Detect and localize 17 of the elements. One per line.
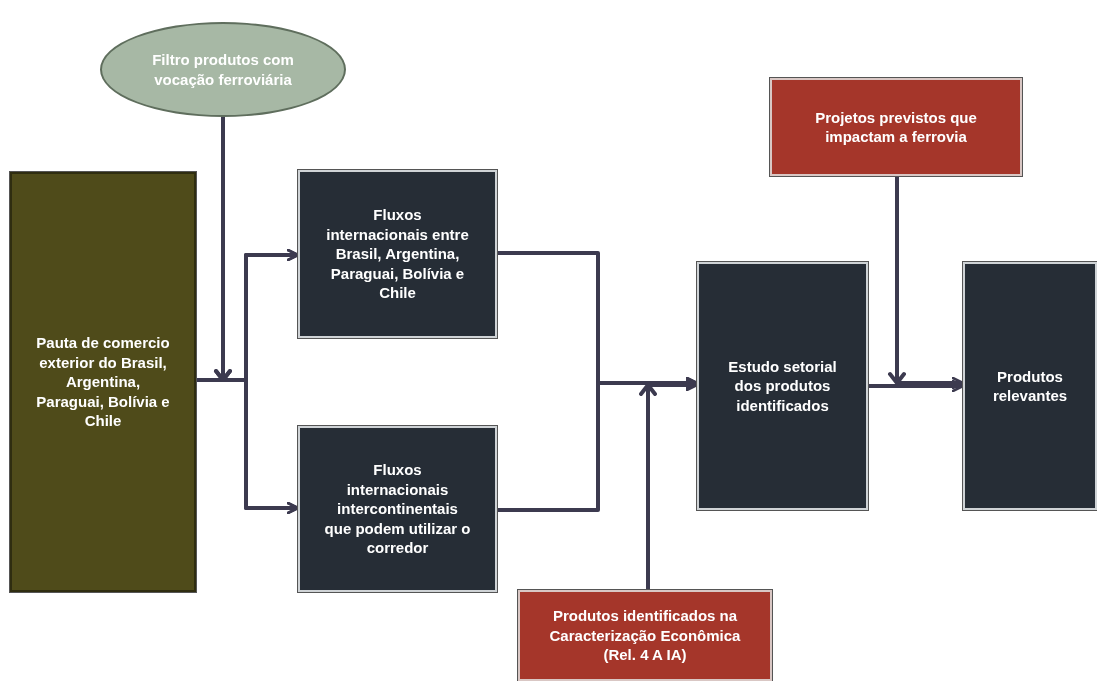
node-label: Fluxos internacionais intercontinentais que podem utilizar o corredor	[323, 460, 472, 558]
node-label: Pauta de comercio exterior do Brasil, Argentina, Paraguai, Bolívia e Chile	[35, 333, 171, 431]
node-label: Fluxos internacionais entre Brasil, Argentina, Paraguai, Bolívia e Chile	[325, 205, 470, 303]
node-label: Estudo setorial dos produtos identificados	[727, 356, 838, 416]
process-box	[697, 262, 868, 510]
arrow	[639, 378, 699, 592]
input-box	[10, 172, 196, 592]
node-label: Produtos relevantes	[991, 366, 1069, 406]
node-label: Filtro produtos com vocação ferroviária	[151, 50, 295, 89]
process-box	[298, 426, 497, 592]
process-box	[963, 262, 1097, 510]
node-label: Produtos identificados na Caracterização Econômica (Rel. 4 A IA)	[548, 606, 742, 665]
arrow	[888, 174, 965, 390]
source-box	[518, 590, 772, 681]
process-box	[298, 170, 497, 338]
source-box	[770, 78, 1022, 176]
node-label: Projetos previstos que impactam a ferrovia	[814, 107, 978, 147]
